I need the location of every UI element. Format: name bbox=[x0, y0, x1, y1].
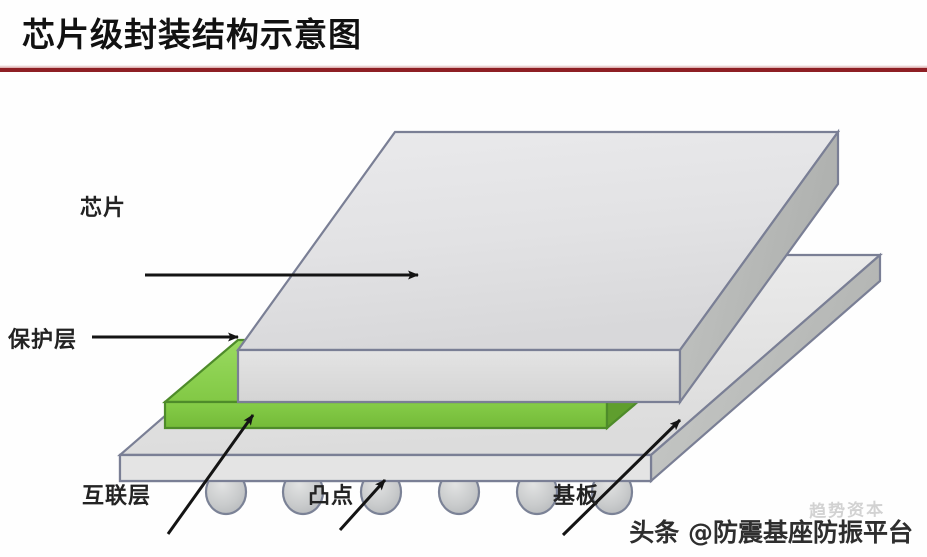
arrow-substrate bbox=[561, 418, 682, 537]
arrow-bump bbox=[338, 478, 387, 532]
label-bump: 凸点 bbox=[308, 483, 355, 509]
title-rule-glow bbox=[0, 65, 927, 68]
header: 芯片级封装结构示意图 bbox=[0, 0, 927, 72]
package-structure-diagram bbox=[0, 72, 927, 557]
page-title: 芯片级封装结构示意图 bbox=[22, 15, 362, 54]
chip-front-face bbox=[236, 348, 682, 404]
diagram-svg bbox=[92, 128, 883, 537]
label-protective-layer: 保护层 bbox=[8, 327, 78, 353]
chip-shape bbox=[235, 128, 841, 406]
title-rule bbox=[0, 68, 927, 72]
watermark-text: 头条 @防震基座防振平台 bbox=[629, 518, 913, 547]
label-chip: 芯片 bbox=[80, 195, 127, 221]
arrow-interconnect-layer bbox=[166, 414, 255, 535]
chip-right-face bbox=[678, 128, 840, 406]
substrate-front-overlay bbox=[118, 453, 653, 483]
bump-array bbox=[118, 453, 653, 516]
green-front-face bbox=[163, 400, 609, 430]
label-interconnect-layer: 互联层 bbox=[82, 483, 152, 509]
label-substrate: 基板 bbox=[553, 483, 600, 509]
leader-arrows bbox=[92, 270, 682, 537]
